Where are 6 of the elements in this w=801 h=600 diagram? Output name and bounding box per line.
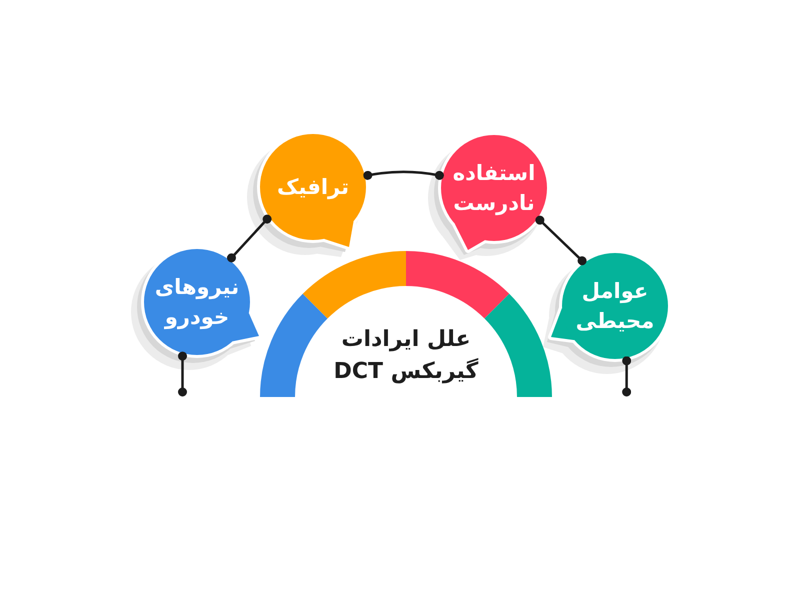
connector-line <box>178 352 187 396</box>
connector-line <box>363 170 444 180</box>
connector-line <box>226 214 272 262</box>
semicircle-gauge: علل ایرادات گیربکس DCT <box>260 251 552 397</box>
connector-line <box>535 216 587 266</box>
connector-line <box>622 356 632 396</box>
